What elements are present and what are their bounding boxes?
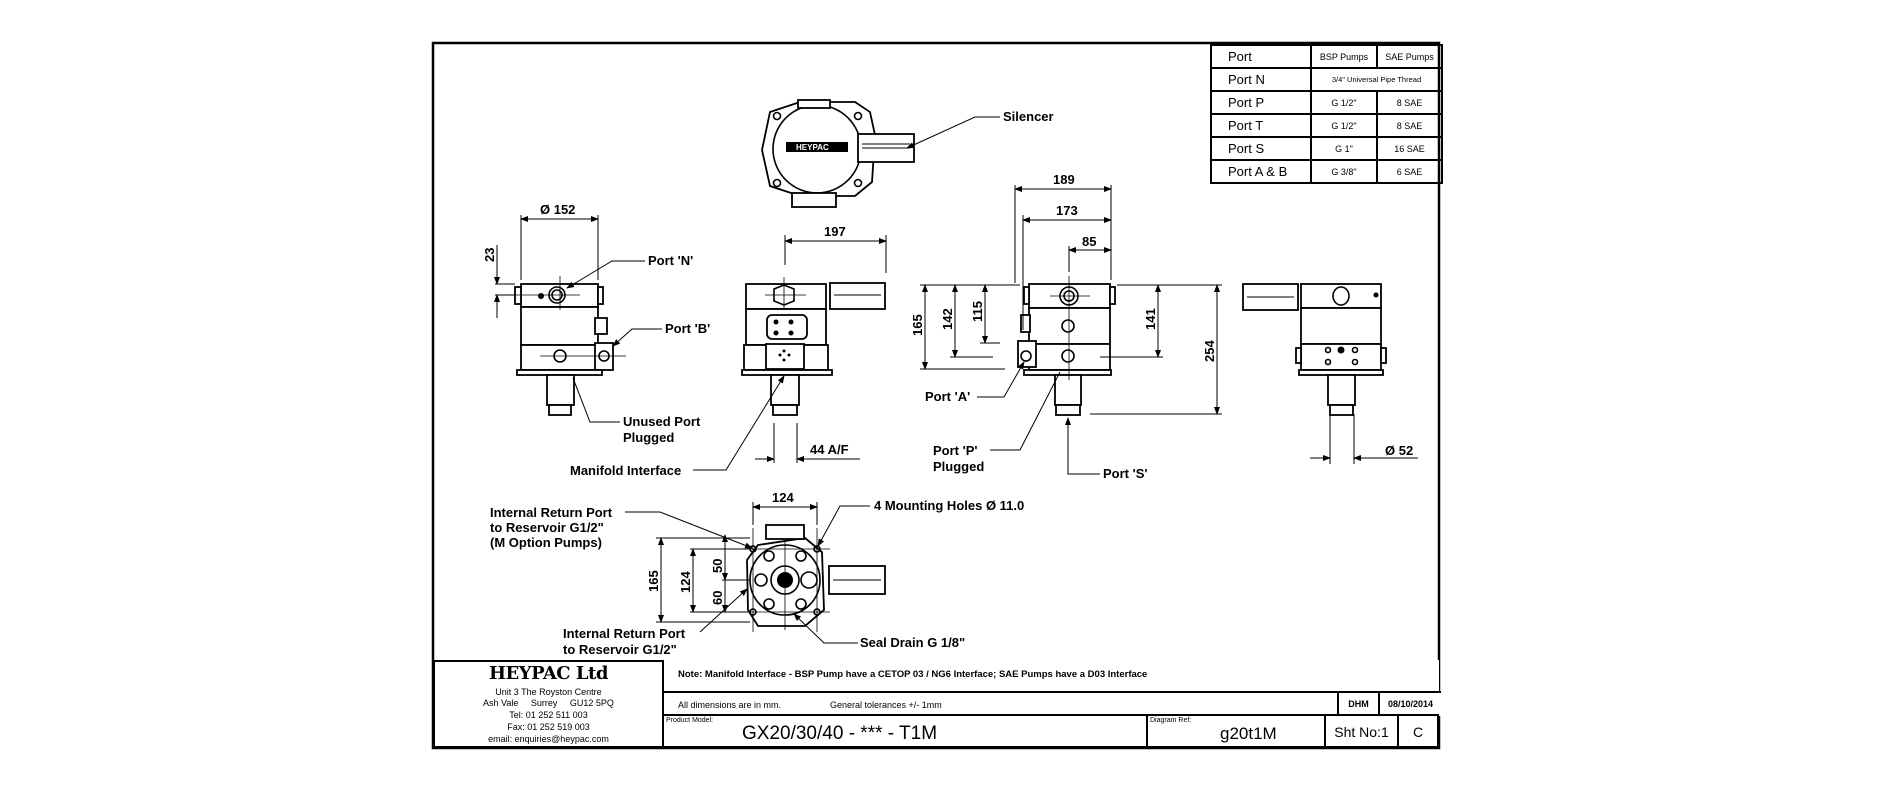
side-view-left: Ø 152 23 Port 'N' Port 'B' Unused Port P… (482, 202, 710, 445)
callout-plugged: Plugged (623, 430, 674, 445)
tolerance-note: General tolerances +/- 1mm (830, 700, 942, 710)
port-table: Port BSP Pumps SAE Pumps Port N 3/4" Uni… (1210, 44, 1443, 184)
sheet-number: Sht No:1 (1334, 724, 1389, 740)
dim-bottom-124-v: 124 (678, 571, 693, 593)
product-model: GX20/30/40 - *** - T1M (742, 723, 938, 744)
dim-165: 165 (910, 314, 925, 336)
date-cell: 08/10/2014 (1378, 691, 1441, 716)
dim-bottom-50: 50 (710, 559, 725, 573)
callout-unused-port: Unused Port (623, 414, 701, 429)
callout-port-b: Port 'B' (665, 321, 710, 336)
table-row: Port S G 1" 16 SAE (1210, 136, 1443, 161)
drawn-by-cell: DHM (1337, 691, 1380, 716)
header-bsp: BSP Pumps (1310, 44, 1378, 69)
sheet-number-cell: Sht No:1 (1324, 714, 1399, 748)
company-address-2: Ash Vale Surrey GU12 5PQ (483, 698, 614, 708)
diagram-ref: g20t1M (1220, 724, 1277, 743)
dim-85: 85 (1082, 234, 1096, 249)
callout-mounting-holes: 4 Mounting Holes Ø 11.0 (874, 498, 1024, 513)
dimensions-row: All dimensions are in mm. General tolera… (662, 691, 1441, 716)
cell-port: Port P (1210, 90, 1312, 115)
dim-bottom-60: 60 (710, 591, 725, 605)
table-row: Port T G 1/2" 8 SAE (1210, 113, 1443, 138)
drawn-by: DHM (1348, 699, 1369, 709)
dim-diameter-152: Ø 152 (540, 202, 575, 217)
cell-port: Port T (1210, 113, 1312, 138)
callout-silencer: Silencer (1003, 109, 1054, 124)
diagram-ref-label: Diagram Ref: (1150, 717, 1192, 724)
dim-254: 254 (1202, 340, 1217, 362)
cell-thread: 3/4" Universal Pipe Thread (1310, 67, 1443, 92)
cell-bsp: G 1" (1310, 136, 1378, 161)
dim-189: 189 (1053, 172, 1075, 187)
heypac-logo-icon (786, 142, 848, 152)
callout-port-p-plugged: Plugged (933, 459, 984, 474)
cell-bsp: G 1/2" (1310, 90, 1378, 115)
dim-23: 23 (482, 248, 497, 262)
cell-bsp: G 3/8" (1310, 159, 1378, 184)
revision-cell: C (1397, 714, 1439, 748)
callout-port-p: Port 'P' (933, 443, 977, 458)
cell-sae: 6 SAE (1376, 159, 1443, 184)
diagram-ref-cell: Diagram Ref: g20t1M (1146, 714, 1326, 748)
callout-port-n: Port 'N' (648, 253, 693, 268)
revision: C (1412, 724, 1424, 740)
port-table-header: Port BSP Pumps SAE Pumps (1210, 44, 1443, 69)
manifold-note: Note: Manifold Interface - BSP Pump have… (678, 669, 1148, 680)
dim-44-af: 44 A/F (810, 442, 849, 457)
cell-sae: 8 SAE (1376, 113, 1443, 138)
company-address-1: Unit 3 The Royston Centre (495, 687, 602, 697)
callout-internal-return-2-line2: to Reservoir G1/2" (563, 642, 677, 657)
callout-internal-return-2-line1: Internal Return Port (563, 626, 686, 641)
table-row: Port N 3/4" Universal Pipe Thread (1210, 67, 1443, 92)
dim-bottom-124-h: 124 (772, 490, 794, 505)
cell-port: Port S (1210, 136, 1312, 161)
callout-port-s: Port 'S' (1103, 466, 1147, 481)
callout-internal-return-1-line1: Internal Return Port (490, 505, 613, 520)
side-view-right: 189 173 85 165 142 115 141 254 Port 'A' … (910, 172, 1222, 481)
cell-port: Port N (1210, 67, 1312, 92)
callout-port-a: Port 'A' (925, 389, 970, 404)
dim-173: 173 (1056, 203, 1078, 218)
company-fax: Fax: 01 252 519 003 (507, 722, 590, 732)
callout-internal-return-1-line3: (M Option Pumps) (490, 535, 602, 550)
header-port: Port (1210, 44, 1312, 69)
dim-197: 197 (824, 224, 846, 239)
cell-sae: 16 SAE (1376, 136, 1443, 161)
company-tel: Tel: 01 252 511 003 (509, 710, 588, 720)
callout-manifold-interface: Manifold Interface (570, 463, 681, 478)
top-view: HEYPAC Silencer (761, 99, 1054, 208)
product-model-cell: Product Model: GX20/30/40 - *** - T1M (662, 714, 1148, 748)
company-email: email: enquiries@heypac.com (488, 734, 609, 744)
product-model-label: Product Model: (666, 717, 714, 724)
dim-115: 115 (970, 301, 985, 322)
callout-internal-return-1-line2: to Reservoir G1/2" (490, 520, 604, 535)
front-view: 197 44 A/F Manifold Interface (570, 224, 887, 478)
dim-141: 141 (1143, 308, 1158, 330)
cell-sae: 8 SAE (1376, 90, 1443, 115)
drawing-frame (431, 41, 1441, 750)
header-sae: SAE Pumps (1376, 44, 1443, 69)
drawing-date: 08/10/2014 (1387, 699, 1434, 709)
company-name: HEYPAC Ltd (489, 663, 608, 684)
table-row: Port A & B G 3/8" 6 SAE (1210, 159, 1443, 184)
note-box: Note: Manifold Interface - BSP Pump have… (662, 660, 1439, 693)
top-view-logo-text: HEYPAC (796, 143, 829, 152)
company-box: HEYPAC Ltd Unit 3 The Royston Centre Ash… (433, 660, 664, 748)
dimensions-note: All dimensions are in mm. (678, 700, 782, 710)
rear-view: Ø 52 (1242, 283, 1418, 464)
table-row: Port P G 1/2" 8 SAE (1210, 90, 1443, 115)
dim-bottom-165: 165 (646, 570, 661, 592)
dim-diameter-52: Ø 52 (1385, 443, 1413, 458)
cell-bsp: G 1/2" (1310, 113, 1378, 138)
callout-seal-drain: Seal Drain G 1/8" (860, 635, 965, 650)
bottom-view: 124 165 124 50 60 4 Mounting Holes Ø 11.… (490, 490, 1024, 657)
dim-142: 142 (940, 308, 955, 330)
cell-port: Port A & B (1210, 159, 1312, 184)
